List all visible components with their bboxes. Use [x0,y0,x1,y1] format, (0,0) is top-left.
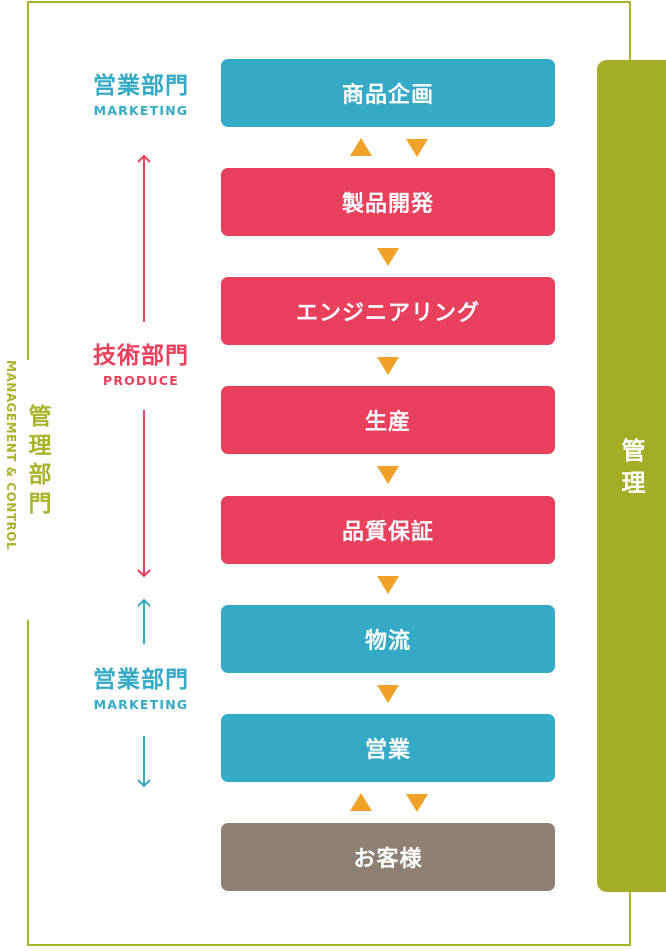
marketing-range-arrow-icon [137,598,151,788]
dept-produce-ja: 技術部門 [93,343,189,369]
arrow-down-icon [377,685,399,703]
arrow-down-icon [406,139,428,157]
dept-marketing-bottom-en: MARKETING [93,697,189,712]
management-side-ja: 管理部門 [24,404,50,520]
step-product-planning: 商品企画 [221,59,555,127]
step-quality-assurance: 品質保証 [221,496,555,564]
arrow-down-icon [406,794,428,812]
management-bar: 管理 [597,60,666,892]
dept-produce-en: PRODUCE [102,373,180,388]
arrow-down-icon [377,357,399,375]
dept-marketing-top-en: MARKETING [93,103,189,118]
arrow-down-icon [377,248,399,266]
management-side-label: MANAGEMENT & CONTROL 管理部門 [0,360,56,620]
dept-marketing-top: 営業部門 MARKETING [70,66,212,118]
management-bar-label: 管理 [617,438,645,502]
arrow-up-icon [350,793,372,811]
step-customer: お客様 [221,823,555,891]
arrow-down-icon [377,466,399,484]
step-logistics: 物流 [221,605,555,673]
dept-marketing-top-ja: 営業部門 [93,73,189,99]
arrow-down-icon [377,576,399,594]
management-side-en: MANAGEMENT & CONTROL [4,360,18,551]
step-production: 生産 [221,386,555,454]
step-sales: 営業 [221,714,555,782]
management-frame [27,1,631,946]
dept-produce: 技術部門 PRODUCE [70,336,212,388]
arrow-up-icon [350,138,372,156]
produce-range-arrow-icon [137,154,151,578]
dept-marketing-bottom: 営業部門 MARKETING [70,660,212,712]
step-product-development: 製品開発 [221,168,555,236]
dept-marketing-bottom-ja: 営業部門 [93,667,189,693]
step-engineering: エンジニアリング [221,277,555,345]
